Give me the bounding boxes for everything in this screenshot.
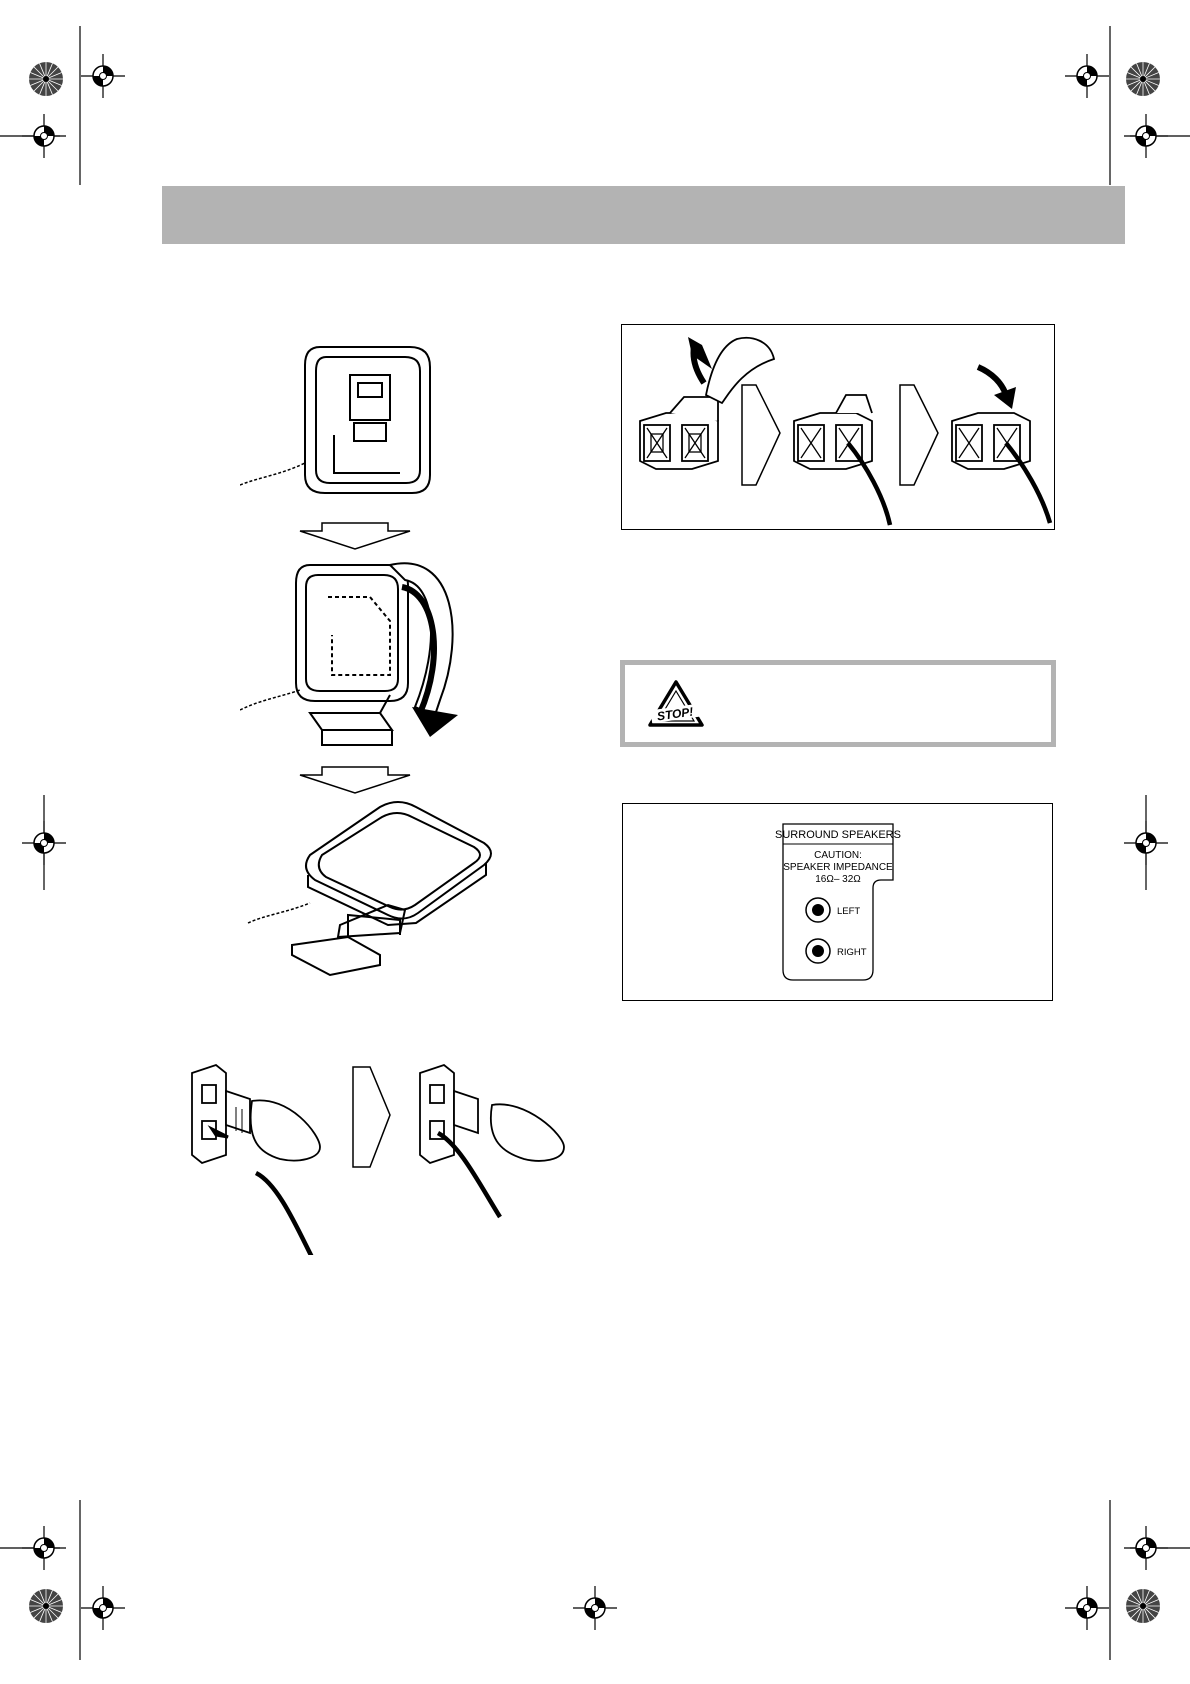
speaker-terminal-figure bbox=[621, 324, 1055, 530]
left-label: LEFT bbox=[837, 906, 860, 917]
color-wheel-icon bbox=[1125, 1588, 1161, 1624]
push-terminal-illustration bbox=[191, 1063, 565, 1255]
registration-mark-icon bbox=[1123, 820, 1169, 866]
registration-mark-icon bbox=[572, 1585, 618, 1631]
arrow-icon bbox=[299, 522, 411, 550]
registration-mark-icon bbox=[21, 1525, 67, 1571]
caution-box: STOP! bbox=[620, 660, 1056, 747]
color-wheel-icon bbox=[28, 1588, 64, 1624]
caution-line-3: 16Ω– 32Ω bbox=[815, 874, 861, 885]
right-jack bbox=[805, 938, 831, 964]
registration-mark-icon bbox=[1123, 1525, 1169, 1571]
stop-label: STOP! bbox=[656, 705, 694, 724]
left-jack bbox=[805, 897, 831, 923]
registration-mark-icon bbox=[1123, 113, 1169, 159]
right-label: RIGHT bbox=[837, 947, 867, 958]
registration-mark-icon bbox=[21, 820, 67, 866]
caution-line-2: SPEAKER IMPEDANCE bbox=[783, 862, 893, 873]
stop-warning-icon: STOP! bbox=[648, 680, 704, 727]
caution-line-1: CAUTION: bbox=[814, 850, 862, 861]
header-band bbox=[162, 186, 1125, 244]
panel-title: SURROUND SPEAKERS bbox=[775, 829, 901, 841]
registration-mark-icon bbox=[21, 113, 67, 159]
antenna-assembly-illustration bbox=[240, 346, 492, 977]
surround-speakers-figure: SURROUND SPEAKERS CAUTION: SPEAKER IMPED… bbox=[622, 803, 1053, 1001]
registration-mark-icon bbox=[80, 1585, 126, 1631]
registration-mark-icon bbox=[1064, 53, 1110, 99]
arrow-icon bbox=[741, 384, 781, 486]
registration-mark-icon bbox=[1064, 1585, 1110, 1631]
arrow-icon bbox=[299, 766, 411, 794]
color-wheel-icon bbox=[1125, 61, 1161, 97]
arrow-icon bbox=[352, 1066, 391, 1168]
registration-mark-icon bbox=[80, 53, 126, 99]
color-wheel-icon bbox=[28, 61, 64, 97]
arrow-icon bbox=[899, 384, 939, 486]
